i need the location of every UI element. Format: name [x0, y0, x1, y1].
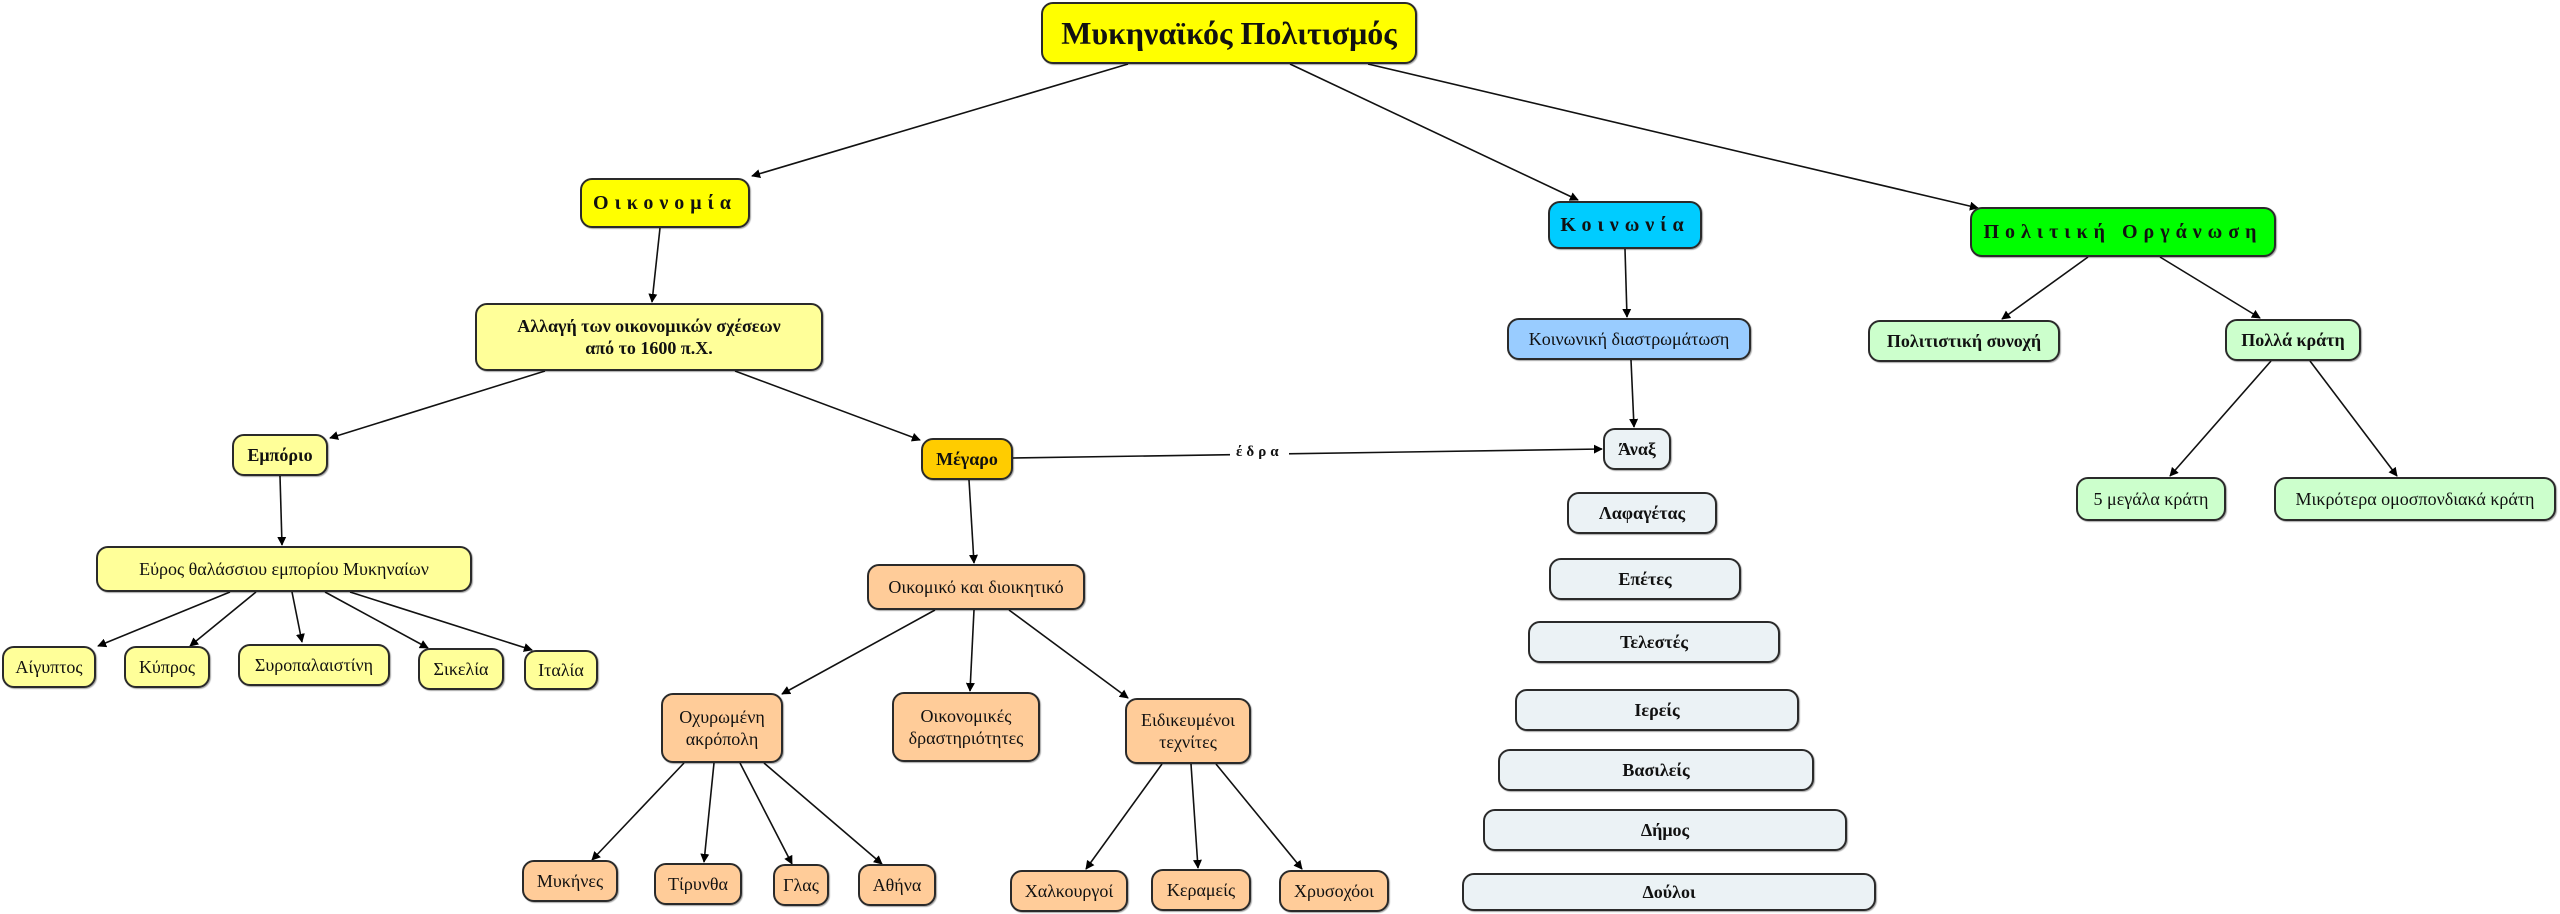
node-society[interactable]: Κοινωνία [1548, 201, 1702, 249]
node-cultural-cohesion[interactable]: Πολιτιστική συνοχή [1868, 320, 2060, 362]
edge-range-syropalestine [291, 591, 305, 643]
edge-acropolis-tiryns [700, 762, 715, 863]
node-megaro[interactable]: Μέγαρο [921, 438, 1013, 480]
edge-craftsmen-coppersmiths [1085, 763, 1163, 870]
node-trade-range[interactable]: Εύρος θαλάσσιου εμπορίου Μυκηναίων [96, 546, 472, 592]
node-many-states[interactable]: Πολλά κράτη [2225, 319, 2361, 361]
node-place-syropalestine[interactable]: Συροπαλαιστίνη [238, 644, 390, 686]
edge-states-big [2169, 360, 2272, 477]
edge-label-seat: έδρα [1230, 444, 1289, 461]
edge-economy-change [648, 227, 661, 303]
node-city-mycenae[interactable]: Μυκήνες [522, 860, 618, 902]
edge-politics-states [2159, 256, 2261, 319]
node-class-demos[interactable]: Δήμος [1483, 809, 1847, 851]
node-city-glas[interactable]: Γλας [773, 864, 829, 906]
edge-change-trade [329, 370, 546, 440]
node-place-egypt[interactable]: Αίγυπτος [2, 646, 96, 688]
node-craft-potters[interactable]: Κεραμείς [1151, 869, 1251, 911]
edge-acropolis-mycenae [591, 762, 685, 861]
edge-range-sicily [324, 591, 429, 649]
edge-politics-cohesion [2001, 256, 2089, 320]
edge-root-politics [1367, 63, 1979, 211]
edge-acropolis-athens [763, 762, 883, 865]
node-class-priests[interactable]: Ιερείς [1515, 689, 1799, 731]
edge-center-craftsmen [1008, 609, 1129, 699]
node-economic-activities[interactable]: Οικονομικές δραστηριότητες [892, 692, 1040, 762]
edge-center-activities [965, 609, 975, 692]
node-class-telestai[interactable]: Τελεστές [1528, 621, 1780, 663]
node-class-anax[interactable]: Άναξ [1603, 428, 1671, 470]
edge-craftsmen-goldsmiths [1215, 763, 1303, 870]
node-city-tiryns[interactable]: Τίρυνθα [654, 863, 742, 905]
node-city-athens[interactable]: Αθήνα [858, 864, 936, 906]
node-place-italy[interactable]: Ιταλία [524, 650, 598, 690]
node-trade[interactable]: Εμπόριο [232, 434, 328, 476]
node-specialized-craftsmen[interactable]: Ειδικευμένοι τεχνίτες [1125, 698, 1251, 764]
node-economic-change[interactable]: Αλλαγή των οικονομικών σχέσεων από το 16… [475, 303, 823, 371]
node-social-stratification[interactable]: Κοινωνική διαστρωμάτωση [1507, 318, 1751, 360]
edge-states-small [2309, 360, 2398, 477]
node-smaller-federal-states[interactable]: Μικρότερα ομοσπονδιακά κράτη [2274, 477, 2556, 521]
edge-trade-range [277, 475, 287, 546]
edge-stratification-anax [1629, 359, 1639, 428]
edge-range-italy [349, 591, 533, 652]
node-political-organization[interactable]: Πολιτική Οργάνωση [1970, 207, 2276, 257]
edge-society-stratification [1622, 248, 1632, 318]
node-fortified-acropolis[interactable]: Οχυρωμένη ακρόπολη [661, 693, 783, 763]
edge-center-acropolis [781, 609, 936, 695]
edge-root-economy [751, 63, 1129, 179]
node-place-cyprus[interactable]: Κύπρος [124, 646, 210, 688]
edge-craftsmen-potters [1190, 763, 1202, 869]
edge-change-megaro [734, 370, 921, 442]
node-class-lawagetas[interactable]: Λαφαγέτας [1567, 492, 1717, 534]
node-class-epetes[interactable]: Επέτες [1549, 558, 1741, 600]
root-node-mycenaean-civilization[interactable]: Μυκηναϊκός Πολιτισμός [1041, 2, 1417, 64]
node-craft-goldsmiths[interactable]: Χρυσοχόοι [1279, 870, 1389, 912]
node-economic-admin-center[interactable]: Οικομικό και διοικητικό [867, 564, 1085, 610]
edge-root-society [1289, 63, 1579, 201]
node-class-kings[interactable]: Βασιλείς [1498, 749, 1814, 791]
node-five-big-states[interactable]: 5 μεγάλα κράτη [2076, 477, 2226, 521]
node-craft-coppersmiths[interactable]: Χαλκουργοί [1010, 870, 1128, 912]
node-economy[interactable]: Οικονομία [580, 178, 750, 228]
edge-range-egypt [97, 591, 231, 648]
edge-range-cyprus [189, 591, 257, 647]
node-class-slaves[interactable]: Δούλοι [1462, 873, 1876, 911]
node-place-sicily[interactable]: Σικελία [418, 648, 504, 690]
edge-megaro-anax [1012, 444, 1603, 459]
edge-acropolis-glas [739, 762, 793, 865]
edge-megaro-center [968, 479, 979, 564]
